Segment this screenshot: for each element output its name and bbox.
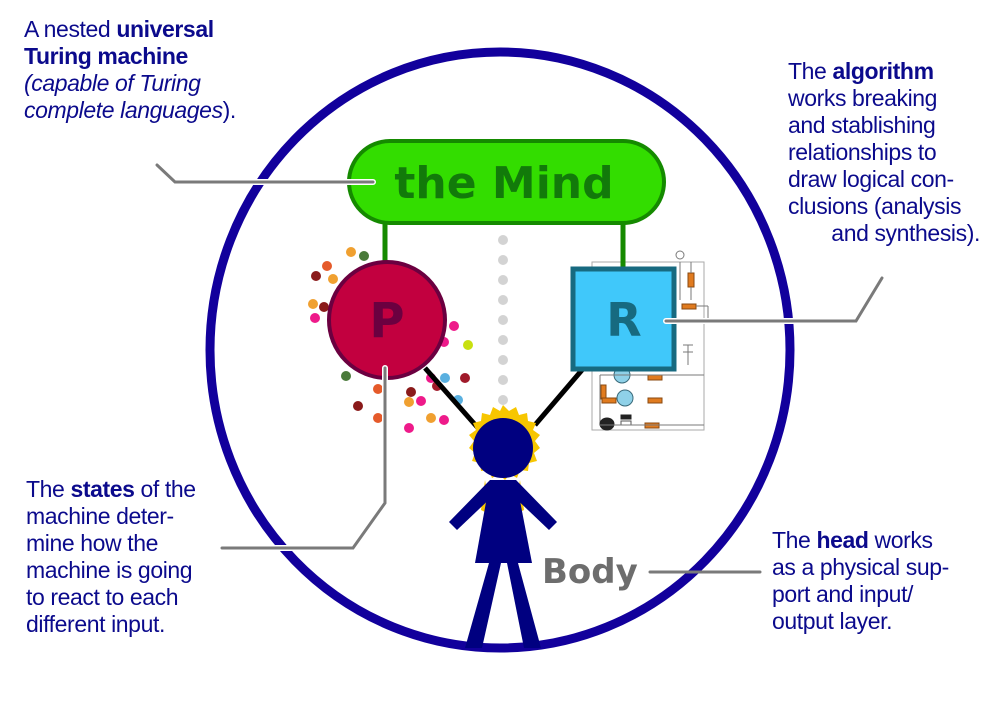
annotation-states: The states of the machine deter- mine ho…	[26, 476, 256, 638]
annotation-algorithm: The algorithm works breaking and stablis…	[788, 58, 998, 247]
right-leg	[507, 563, 541, 648]
connector-dot	[498, 355, 508, 365]
confetti-dot	[463, 340, 473, 350]
confetti-dot	[359, 251, 369, 261]
utm-italic-1: (capable of Turing	[24, 70, 201, 96]
confetti-dot	[416, 396, 426, 406]
connector-dot	[498, 275, 508, 285]
r-node	[570, 266, 677, 372]
utm-prefix: A nested	[24, 16, 117, 42]
confetti-dot	[328, 274, 338, 284]
confetti-dot	[310, 313, 320, 323]
head-bold: head	[816, 527, 869, 553]
alg-bold: algorithm	[832, 58, 934, 84]
states-line: machine deter-	[26, 503, 174, 529]
torso	[475, 480, 532, 563]
confetti-dot	[426, 413, 436, 423]
utm-bold-1: universal	[116, 16, 214, 42]
leader-lines	[154, 162, 885, 574]
connector-dot	[498, 375, 508, 385]
connector-dot	[498, 235, 508, 245]
annotation-universal-turing-machine: A nested universal Turing machine (capab…	[24, 16, 284, 124]
left-arm	[449, 480, 497, 530]
alg-line: draw logical con-	[788, 166, 954, 192]
confetti-dot	[406, 387, 416, 397]
r-to-head-connector	[533, 368, 584, 427]
confetti-dot	[373, 413, 383, 423]
head-line: output layer.	[772, 608, 893, 634]
dotted-mind-head-connector	[498, 235, 508, 405]
head-suffix: works	[868, 527, 933, 553]
confetti-dot	[404, 397, 414, 407]
p-to-head-connector	[423, 366, 480, 430]
head-prefix: The	[772, 527, 817, 553]
confetti-dot	[319, 302, 329, 312]
mind-label: the Mind	[394, 158, 613, 209]
leader-states	[219, 365, 388, 551]
outer-machine-circle	[205, 47, 795, 653]
states-line: machine is going	[26, 557, 193, 583]
confetti-dot	[346, 247, 356, 257]
confetti-dot	[353, 401, 363, 411]
states-bold: states	[70, 476, 135, 502]
connector-dot	[498, 295, 508, 305]
body-label: Body	[542, 552, 638, 592]
confetti-dot	[439, 415, 449, 425]
states-line: mine how the	[26, 530, 158, 556]
connector-dot	[498, 315, 508, 325]
alg-line: works breaking	[788, 85, 938, 111]
confetti-dot	[308, 299, 318, 309]
alg-line: relationships to	[788, 139, 937, 165]
left-leg	[465, 563, 501, 648]
confetti-dot	[341, 371, 351, 381]
states-line: different input.	[26, 611, 165, 637]
confetti-dot	[322, 261, 332, 271]
states-suffix: of the	[134, 476, 197, 502]
body-figure	[449, 405, 557, 648]
right-arm	[509, 480, 557, 530]
leader-algorithm	[663, 275, 885, 324]
utm-italic-2: complete languages	[24, 97, 223, 123]
confetti-dot	[373, 384, 383, 394]
alg-line: and stablishing	[788, 112, 936, 138]
confetti-dot	[440, 373, 450, 383]
leader-utm	[154, 162, 376, 185]
alg-line: clusions (analysis	[788, 193, 962, 219]
connector-dot	[498, 335, 508, 345]
confetti-dot	[449, 321, 459, 331]
alg-prefix: The	[788, 58, 833, 84]
annotation-head: The head works as a physical sup- port a…	[772, 527, 992, 635]
head	[473, 418, 533, 478]
confetti-dot	[311, 271, 321, 281]
utm-suffix: ).	[222, 97, 237, 123]
head-line: as a physical sup-	[772, 554, 949, 580]
utm-bold-2: Turing machine	[24, 43, 188, 69]
confetti-dot	[404, 423, 414, 433]
states-line: to react to each	[26, 584, 179, 610]
p-label: P	[369, 293, 404, 349]
alg-line: and synthesis).	[831, 220, 980, 246]
r-label: R	[606, 293, 641, 347]
connector-dot	[498, 255, 508, 265]
head-line: port and input/	[772, 581, 914, 607]
confetti-dot	[460, 373, 470, 383]
connector-dot	[498, 395, 508, 405]
states-prefix: The	[26, 476, 71, 502]
